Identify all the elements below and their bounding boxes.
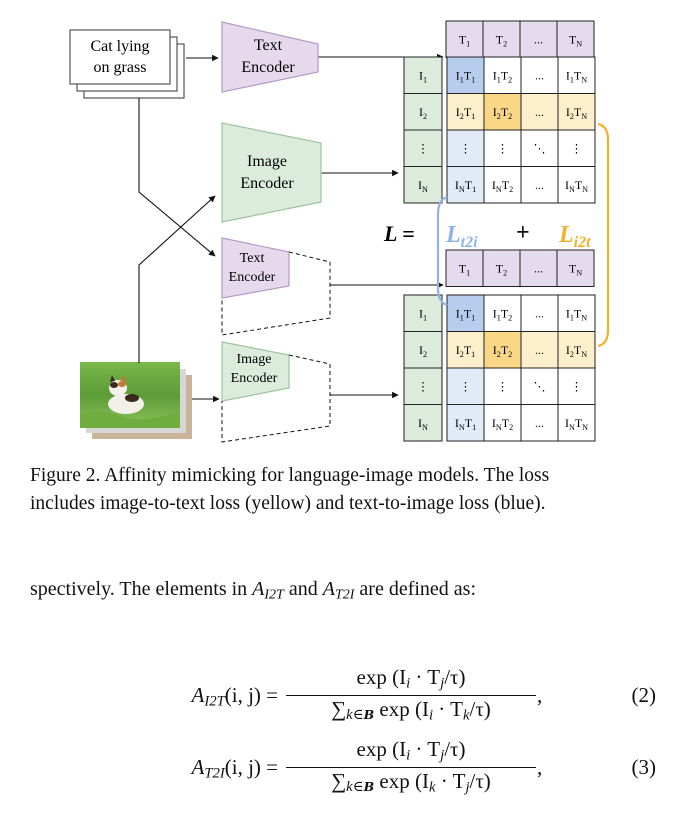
affinity-mimicking-figure: Cat lying on grass Text Encoder — [69, 20, 610, 443]
row-header-0: I1​ — [419, 306, 427, 322]
matrix-cell-1-0: I2​T1​ — [456, 343, 476, 359]
svg-text:Encoder: Encoder — [229, 270, 276, 285]
text-input-stack: Cat lying on grass — [69, 29, 185, 99]
col-header-0: T1​ — [459, 32, 470, 48]
body-paragraph: spectively. The elements in AI2T and AT2… — [30, 578, 477, 603]
caption-line-1: Figure 2. Affinity mimicking for languag… — [30, 465, 550, 486]
matrix-cell-2-2: ⋱ — [534, 141, 546, 155]
equation-2: AI2T(i, j) = exp (Ii · Tj/τ) ∑k∈B exp (I… — [191, 665, 657, 724]
matrix-cell-2-1: ⋮ — [497, 379, 509, 393]
matrix-cell-3-3: IN​TN​ — [565, 416, 588, 432]
col-header-0: T1​ — [459, 261, 470, 277]
col-header-1: T2​ — [496, 261, 507, 277]
matrix-cell-2-3: ⋮ — [571, 141, 583, 155]
matrix-cell-0-0: I1​T1​ — [456, 68, 476, 84]
connectors — [138, 53, 444, 403]
row-header-3: IN​ — [418, 416, 428, 432]
matrix-cell-2-2: ⋱ — [534, 379, 546, 393]
figure-caption: Figure 2. Affinity mimicking for languag… — [30, 462, 660, 518]
matrix-cell-2-1: ⋮ — [497, 141, 509, 155]
image-input-stack — [80, 362, 192, 439]
matrix-cell-0-3: I1​TN​ — [566, 306, 587, 322]
equation-3: AT2I(i, j) = exp (Ii · Tj/τ) ∑k∈B exp (I… — [191, 737, 657, 796]
matrix-cell-1-2: ... — [535, 343, 544, 357]
teacher-text-encoder: Text Encoder — [221, 21, 319, 93]
matrix-cell-3-2: ... — [535, 178, 544, 192]
matrix-cell-0-1: I1​T2​ — [493, 68, 513, 84]
loss-label: L = — [383, 221, 415, 246]
matrix-cell-3-3: IN​TN​ — [565, 178, 588, 194]
svg-text:Encoder: Encoder — [240, 175, 294, 192]
matrix-cell-0-2: ... — [535, 68, 544, 82]
row-header-2: ⋮ — [417, 379, 429, 393]
teacher-image-encoder: Image Encoder — [221, 122, 322, 223]
row-header-0: I1​ — [419, 68, 427, 84]
teacher-similarity-matrix: T1​ T2​... TN​ I1​ I2​ ⋮ IN​ I1​T1​ I1​T2​... I1​… — [403, 20, 596, 204]
i2t-loss-bracket — [597, 122, 610, 348]
matrix-cell-2-0: ⋮ — [460, 141, 472, 155]
svg-text:Text: Text — [254, 37, 283, 54]
text-input-line2: on grass — [94, 59, 147, 76]
matrix-cell-3-0: IN​T1​ — [455, 178, 476, 194]
matrix-cell-1-0: I2​T1​ — [456, 105, 476, 121]
row-header-1: I2​ — [419, 105, 427, 121]
loss-plus: + — [516, 220, 530, 246]
matrix-cell-1-1: I2​T2​ — [493, 343, 513, 359]
matrix-cell-0-0: I1​T1​ — [456, 306, 476, 322]
caption-line-2: includes image-to-text loss (yellow) and… — [30, 493, 546, 514]
matrix-cell-0-1: I1​T2​ — [493, 306, 513, 322]
col-header-3: TN​ — [569, 32, 582, 48]
student-similarity-matrix: T1​ T2​... TN​ I1​ I2​ ⋮ IN​ I1​T1​ I1​T2​... I1​… — [403, 249, 596, 442]
student-image-encoder: Image Encoder — [221, 341, 331, 443]
svg-text:Image: Image — [247, 153, 287, 170]
matrix-cell-0-3: I1​TN​ — [566, 68, 587, 84]
matrix-cell-2-3: ⋮ — [571, 379, 583, 393]
equation-number-3: (3) — [631, 755, 657, 779]
matrix-cell-3-1: IN​T2​ — [492, 416, 513, 432]
matrix-cell-1-3: I2​TN​ — [566, 105, 587, 121]
loss-i2t: Li2t — [558, 222, 591, 251]
text-input-line1: Cat lying — [90, 38, 149, 55]
matrix-cell-3-1: IN​T2​ — [492, 178, 513, 194]
row-header-3: IN​ — [418, 178, 428, 194]
col-header-2: ... — [534, 261, 543, 275]
loss-formula: L = Lt2i + Li2t — [383, 220, 591, 251]
matrix-cell-1-2: ... — [535, 105, 544, 119]
student-text-encoder: Text Encoder — [221, 237, 331, 336]
row-header-1: I2​ — [419, 343, 427, 359]
t2i-loss-bracket — [436, 195, 448, 307]
svg-text:Encoder: Encoder — [231, 371, 278, 386]
matrix-cell-1-3: I2​TN​ — [566, 343, 587, 359]
equation-number-2: (2) — [631, 683, 657, 707]
row-header-2: ⋮ — [417, 141, 429, 155]
cat-photo — [80, 374, 180, 428]
loss-t2i: Lt2i — [445, 222, 478, 251]
svg-text:Encoder: Encoder — [241, 59, 295, 76]
matrix-cell-1-1: I2​T2​ — [493, 105, 513, 121]
col-header-1: T2​ — [496, 32, 507, 48]
matrix-cell-3-0: IN​T1​ — [455, 416, 476, 432]
matrix-cell-2-0: ⋮ — [460, 379, 472, 393]
matrix-cell-0-2: ... — [535, 306, 544, 320]
svg-text:Text: Text — [240, 251, 265, 266]
col-header-3: TN​ — [569, 261, 582, 277]
col-header-2: ... — [534, 32, 543, 46]
matrix-cell-3-2: ... — [535, 416, 544, 430]
svg-text:Image: Image — [237, 352, 272, 367]
